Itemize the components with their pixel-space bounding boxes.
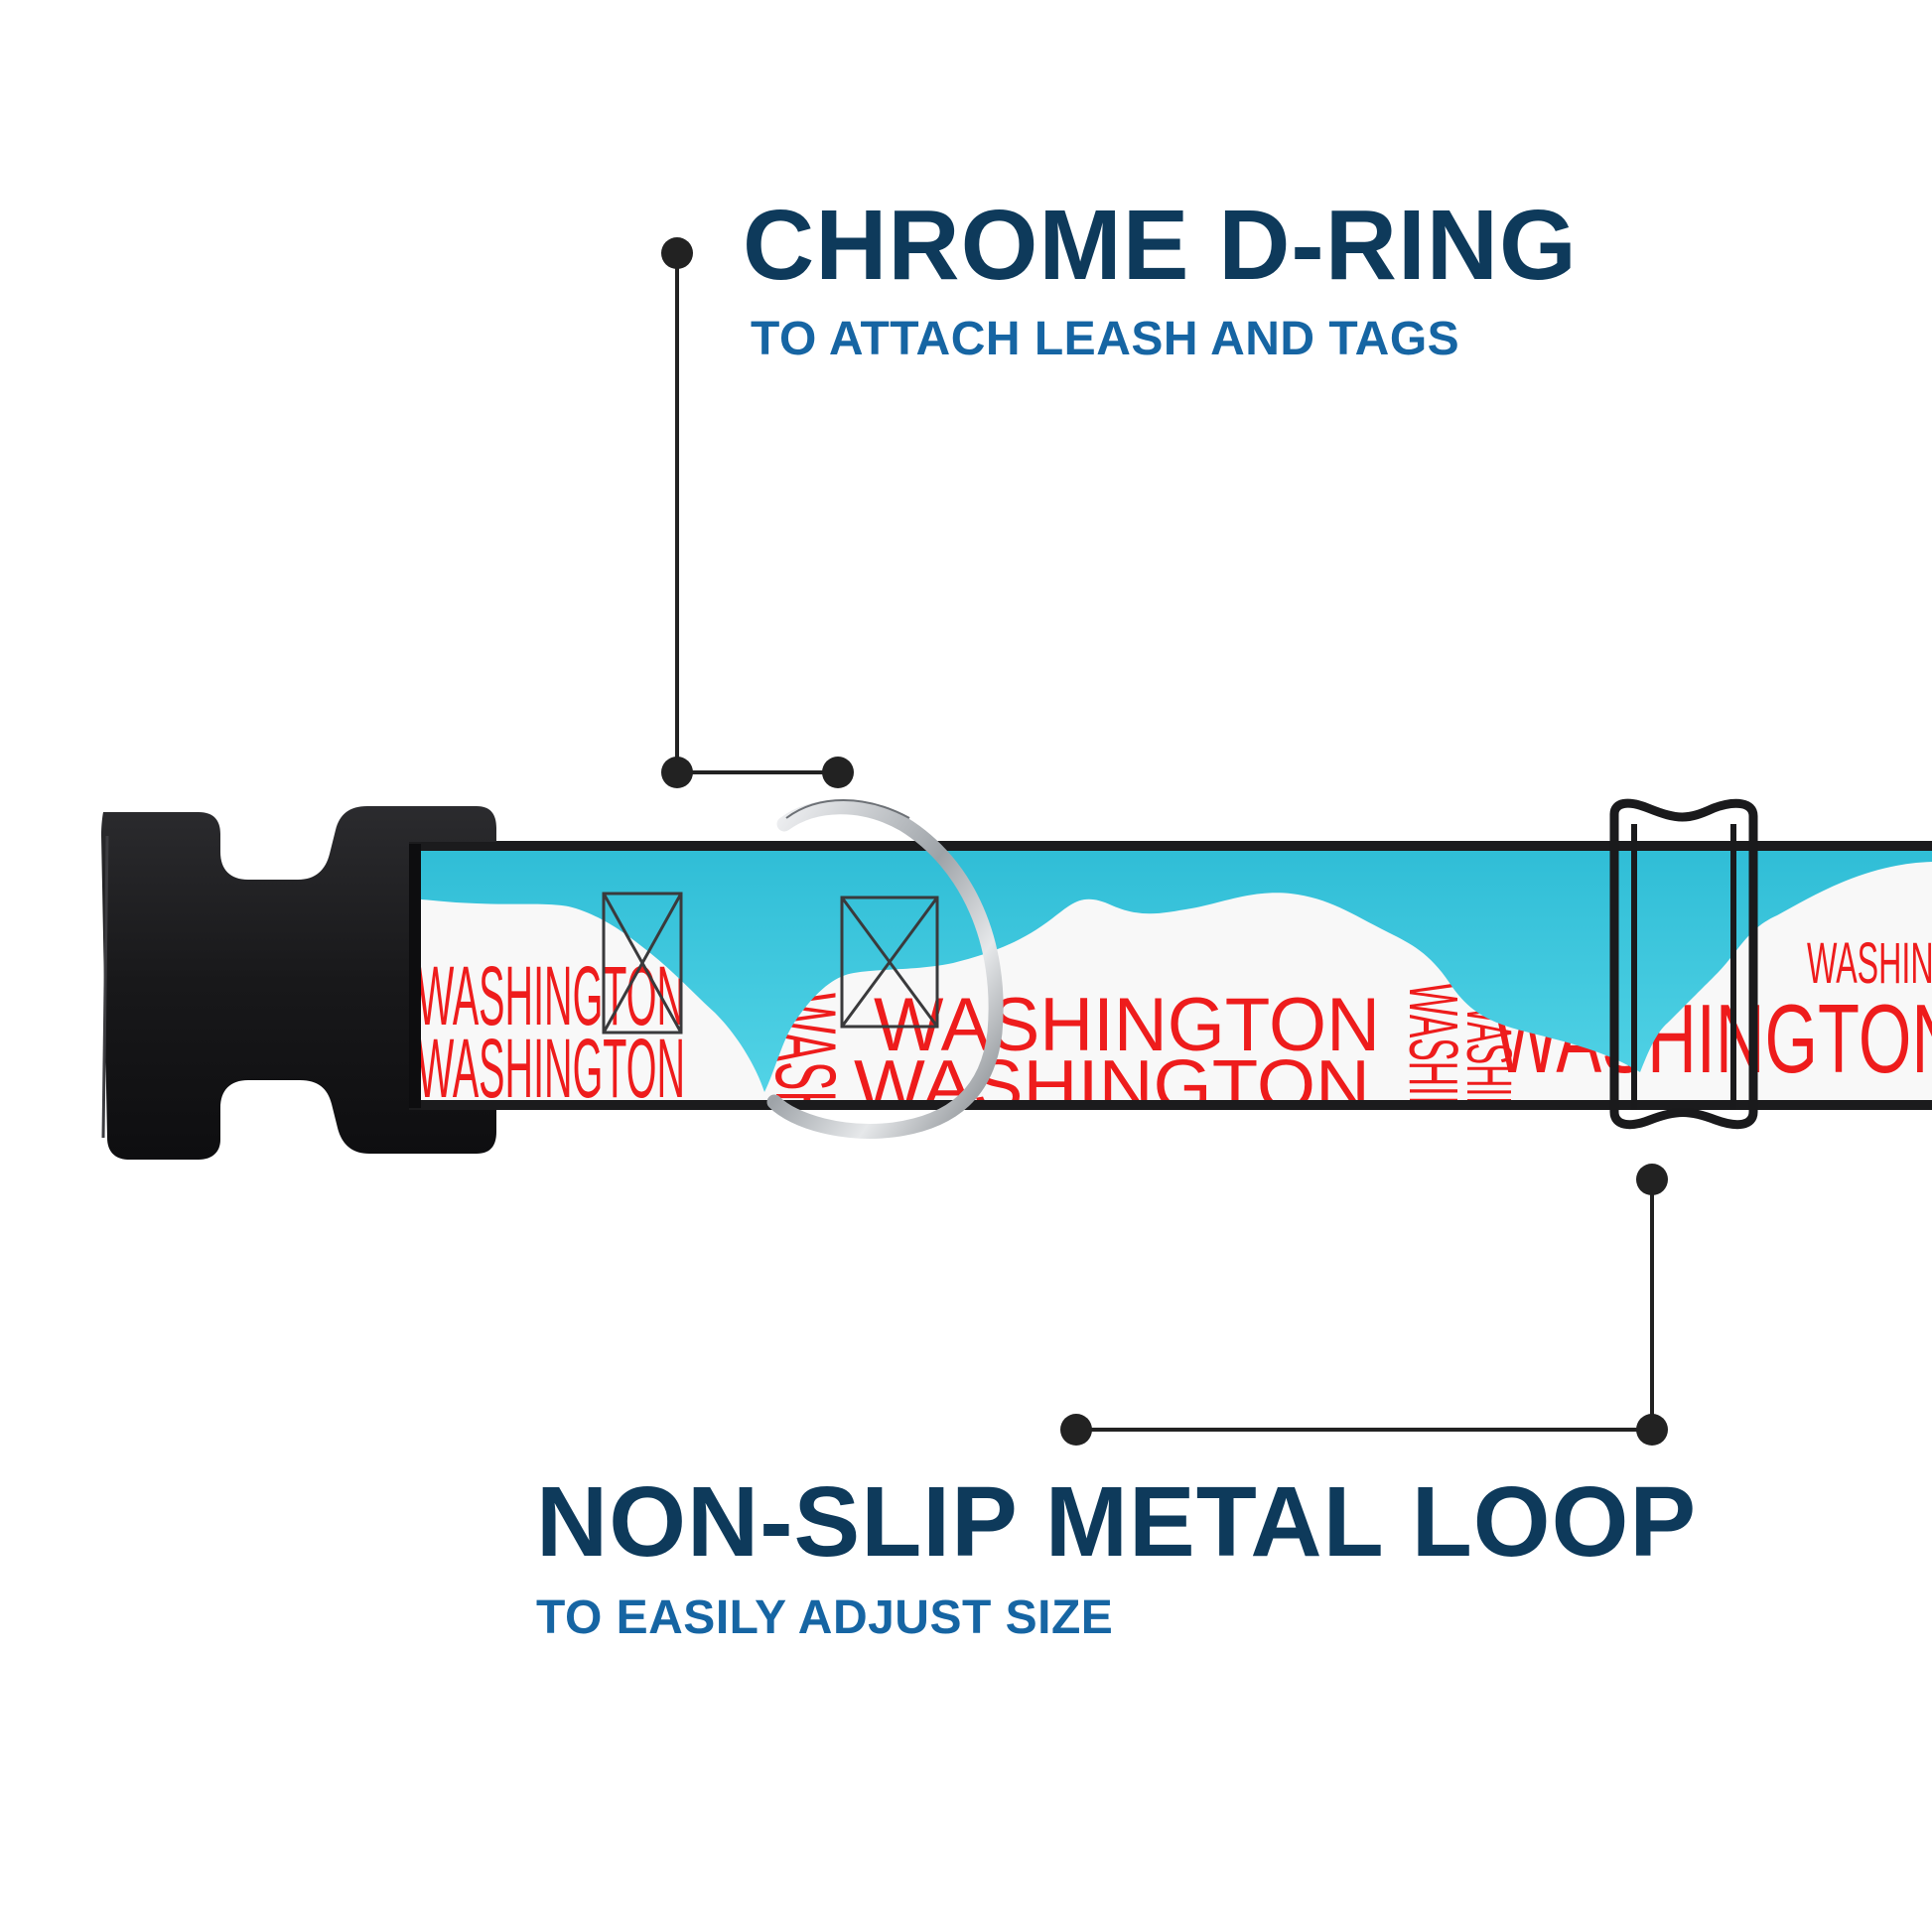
loop-title: NON-SLIP METAL LOOP xyxy=(536,1466,1698,1578)
print-word: WASHINGTON xyxy=(874,983,1380,1067)
print-word: WASHINGTON xyxy=(1395,983,1472,1221)
collar-strap: WASHINGTON WASHINGTON WASHINGTON WASHING… xyxy=(409,841,1932,1221)
stitched-box-left xyxy=(602,892,683,1035)
slide-loop xyxy=(1609,798,1758,1130)
print-word: WASHINGTON xyxy=(1807,931,1932,996)
d-ring-subtitle: TO ATTACH LEASH AND TAGS xyxy=(751,313,1460,365)
stitched-box-right xyxy=(840,896,939,1029)
d-ring-title: CHROME D-RING xyxy=(743,190,1578,301)
print-word: WASHINGTON xyxy=(417,1022,685,1115)
chrome-d-ring xyxy=(766,799,1004,1139)
sky-mountain-silhouette xyxy=(409,846,1932,1092)
print-word: WASHINGTON xyxy=(854,1046,1370,1126)
loop-subtitle: TO EASILY ADJUST SIZE xyxy=(536,1591,1114,1644)
side-release-buckle xyxy=(101,806,496,1160)
